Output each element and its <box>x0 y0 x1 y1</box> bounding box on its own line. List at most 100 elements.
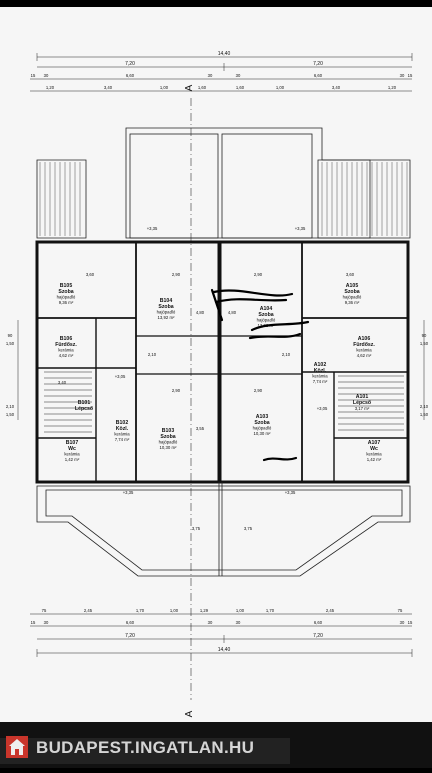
inner-dimension: 4,80 <box>196 310 205 315</box>
room-name: Szoba <box>254 420 269 426</box>
top-dimensions <box>30 53 413 92</box>
room-code: A102 <box>314 362 327 368</box>
dim-bottom-row2-label: 30 <box>208 620 213 625</box>
room-area: 4,62 m² <box>357 353 372 358</box>
dim-overall-bottom: 14,40 <box>218 647 231 653</box>
room-area: 9,36 m² <box>59 300 74 305</box>
scribble-marks <box>210 288 310 462</box>
room-code: B107 <box>66 440 79 446</box>
level-mark: +3,35 <box>123 490 134 495</box>
watermark-text: BUDAPEST.INGATLAN.HU <box>36 738 255 757</box>
room-area: 7,74 m² <box>313 379 328 384</box>
dim-bottom-row2-label: 30 <box>236 620 241 625</box>
room-name: Wc <box>370 446 378 452</box>
room-floor: hajópadló <box>159 440 178 445</box>
room-area: 10,30 m² <box>160 445 178 450</box>
dim-top-row2-label: 30 <box>208 73 213 78</box>
dim-top-row3-label: 1,60 <box>198 85 207 90</box>
dim-overall-top: 14,40 <box>218 51 231 57</box>
room-code: A105 <box>346 283 359 289</box>
room-floor: kerámia <box>64 452 80 457</box>
dim-top-row3-label: 3,40 <box>332 85 341 90</box>
inner-dimension: 4,80 <box>228 310 237 315</box>
inner-dimension: 3,75 <box>192 526 201 531</box>
room-code: A107 <box>368 440 381 446</box>
dim-bottom-row2-label: 15 <box>31 620 36 625</box>
dim-top-row2-label: 30 <box>236 73 241 78</box>
room-name: Szoba <box>58 289 73 295</box>
inner-dimension: 2,90 <box>254 388 263 393</box>
dim-top-row2-label: 15 <box>31 73 36 78</box>
inner-dimension: 3,60 <box>346 272 355 277</box>
dim-top-row2-label: 15 <box>408 73 413 78</box>
room-area: 7,74 m² <box>115 437 130 442</box>
dim-bottom-row2-label: 30 <box>400 620 405 625</box>
dim-bottom-row2-label: 30 <box>44 620 49 625</box>
dim-side-right-label: 90 <box>422 333 427 338</box>
room-name: Szoba <box>344 289 359 295</box>
house-logo-icon <box>6 736 28 758</box>
room-floor: hajópadló <box>343 295 362 300</box>
room-floor: kerámia <box>58 348 74 353</box>
dim-half-right-top: 7,20 <box>313 61 323 67</box>
room-code: B104 <box>160 298 173 304</box>
room-floor: kerámia <box>312 374 328 379</box>
inner-dimension: 3,60 <box>86 272 95 277</box>
section-marker-bottom: A <box>184 710 195 717</box>
room-code: B105 <box>60 283 73 289</box>
dim-top-row2-label: 6,60 <box>314 73 323 78</box>
dim-top-row3-label: 1,20 <box>388 85 397 90</box>
top-frame <box>0 0 432 7</box>
dim-half-left-bottom: 7,20 <box>125 633 135 639</box>
dim-bottom-row1-label: 75 <box>398 608 403 613</box>
room-floor: hajópadló <box>57 295 76 300</box>
room-area: 9,36 m² <box>345 300 360 305</box>
room-floor: hajópadló <box>257 318 276 323</box>
bottom-dimensions <box>30 613 413 657</box>
stairs-right <box>338 375 404 431</box>
watermark-bar <box>0 738 290 764</box>
room-floor: hajópadló <box>253 426 272 431</box>
dim-bottom-row1-label: 2,45 <box>84 608 93 613</box>
room-code: B101 <box>78 400 91 406</box>
room-name: Wc <box>68 446 76 452</box>
dim-side-right-label: 1,50 <box>420 412 429 417</box>
room-area: 13,92 m² <box>158 315 176 320</box>
room-area: 3,17 m² <box>355 406 370 411</box>
dim-bottom-row1-label: 1,70 <box>266 608 275 613</box>
stairs-left <box>44 371 92 433</box>
room-floor: kerámia <box>366 452 382 457</box>
dim-bottom-row1-label: 1,00 <box>236 608 245 613</box>
room-code: A103 <box>256 414 269 420</box>
dim-side-left-label: 2,10 <box>6 404 15 409</box>
dim-top-row2-label: 6,60 <box>126 73 135 78</box>
inner-dimension: 2,90 <box>172 388 181 393</box>
inner-dimension: 2,90 <box>254 272 263 277</box>
dim-top-row2-label: 30 <box>400 73 405 78</box>
dim-bottom-row1-label: 1,29 <box>200 608 209 613</box>
dim-top-row3-label: 1,60 <box>236 85 245 90</box>
level-mark: +3,35 <box>147 226 158 231</box>
dim-bottom-row1-label: 1,00 <box>170 608 179 613</box>
room-area: 1,42 m² <box>367 457 382 462</box>
room-name: Közl. <box>116 426 129 432</box>
roof-hatch-right <box>321 162 408 236</box>
inner-dimension: 3,55 <box>196 426 205 431</box>
dim-bottom-row2-label: 15 <box>408 620 413 625</box>
inner-dimension: 3,40 <box>58 380 67 385</box>
level-mark: +3,05 <box>115 374 126 379</box>
dim-top-row3-label: 1,00 <box>276 85 285 90</box>
room-name: Fürdősz. <box>55 342 77 348</box>
room-area: 1,42 m² <box>65 457 80 462</box>
dim-side-left-label: 1,50 <box>6 412 15 417</box>
room-code: B106 <box>60 336 73 342</box>
level-mark: +3,35 <box>285 490 296 495</box>
room-code: A104 <box>260 306 273 312</box>
dim-side-left-label: 1,50 <box>6 341 15 346</box>
